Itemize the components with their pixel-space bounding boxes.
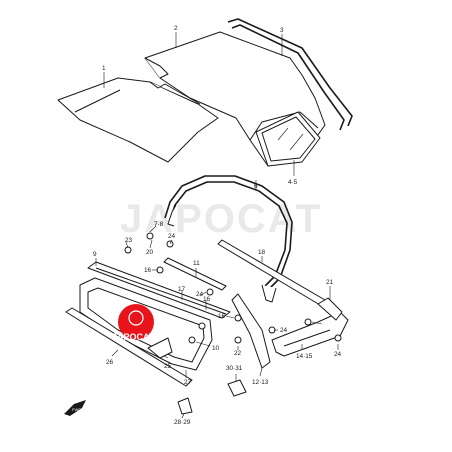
- callouts: 1 2 3 4·5 6 7·8 9 23 20 24 18 11 16 21 1…: [93, 25, 342, 426]
- part-9-rail: [87, 261, 231, 319]
- callout-3: 3: [280, 27, 284, 34]
- callout-20: 20: [146, 249, 154, 256]
- callout-7-8: 7·8: [154, 221, 164, 228]
- callout-2: 2: [174, 25, 178, 32]
- callout-16b: 16: [203, 296, 211, 303]
- callout-1: 1: [102, 65, 106, 72]
- callout-26: 26: [106, 359, 114, 366]
- callout-24b: 24: [196, 291, 204, 298]
- part-14-15-corner: [271, 311, 349, 357]
- part-28-29-clip: [177, 397, 193, 415]
- callout-17: 17: [178, 286, 186, 293]
- front-marker-text: FWD: [72, 407, 81, 412]
- callout-12-13: 12·13: [252, 379, 269, 386]
- callout-28-29: 28·29: [174, 419, 191, 426]
- callout-25: 25: [164, 363, 172, 370]
- front-arrow-icon: FWD: [64, 400, 86, 416]
- part-6-frame: [164, 175, 293, 303]
- callout-30-31: 30·31: [226, 365, 243, 372]
- part-3-weatherstrip: [227, 18, 353, 131]
- callout-16a: 16: [144, 267, 152, 274]
- part-25-seal: [147, 337, 173, 359]
- callout-14-15: 14·15: [296, 353, 313, 360]
- callout-24d: 24: [334, 351, 342, 358]
- part-11-strip: [163, 257, 227, 291]
- fasteners: [124, 232, 342, 344]
- part-4-5-quarter-window: [255, 111, 321, 167]
- part-12-13-pillar: [231, 293, 271, 369]
- callout-18: 18: [258, 249, 266, 256]
- callout-23: 23: [125, 237, 133, 244]
- japocat-logo: JAPOCAT: [112, 304, 155, 342]
- callout-10: 10: [212, 345, 220, 352]
- leader-lines: [95, 32, 339, 419]
- callout-27: 27: [184, 379, 192, 386]
- callout-11: 11: [193, 260, 200, 267]
- callout-24a: 24: [168, 233, 176, 240]
- callout-22: 22: [234, 350, 242, 357]
- callout-9: 9: [93, 251, 97, 258]
- part-21-cap: [317, 297, 343, 321]
- logo-text: JAPOCAT: [112, 332, 155, 342]
- callout-6: 6: [254, 183, 258, 190]
- callout-21: 21: [326, 279, 334, 286]
- callout-24c: 24: [280, 327, 288, 334]
- callout-4-5: 4·5: [288, 179, 298, 186]
- part-26-seal: [65, 307, 193, 387]
- part-30-31-clip: [227, 379, 247, 397]
- callout-16c: 16: [218, 313, 226, 320]
- part-1-headliner: [57, 77, 219, 163]
